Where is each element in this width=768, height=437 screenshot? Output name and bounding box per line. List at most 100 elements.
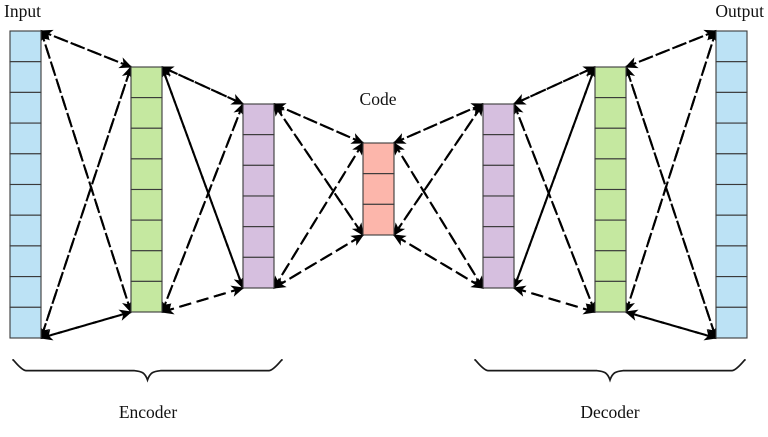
connection-line	[160, 103, 244, 314]
layer-encoder-hidden-2	[242, 103, 275, 289]
connection-line	[392, 234, 484, 289]
connection-line	[393, 141, 484, 289]
layer-unit-cell	[594, 250, 627, 282]
braces-group: Encoder Decoder	[12, 359, 746, 422]
layer-unit-cell	[715, 306, 748, 339]
layer-unit-cell	[242, 103, 275, 136]
connection-line	[273, 141, 364, 289]
layer-encoder-hidden-1	[130, 66, 163, 313]
layer-unit-cell	[482, 164, 515, 197]
connection-line	[393, 103, 485, 144]
layer-unit-cell	[482, 226, 515, 258]
encoder-brace-path	[12, 359, 283, 383]
layer-unit-cell	[9, 306, 42, 339]
layers-group	[9, 30, 748, 339]
connection-line	[625, 66, 718, 340]
connection-line	[273, 142, 364, 290]
connection-line	[272, 103, 364, 144]
layer-unit-cell	[130, 97, 163, 129]
encoder-brace-label: Encoder	[119, 402, 177, 422]
layer-unit-cell	[9, 183, 42, 216]
layer-code-layer	[362, 142, 395, 236]
connection-line	[393, 234, 485, 289]
layer-unit-cell	[242, 256, 275, 289]
connection-line	[512, 102, 596, 313]
encoder-brace: Encoder	[12, 359, 283, 422]
layer-unit-cell	[9, 245, 42, 278]
layer-unit-cell	[715, 122, 748, 155]
layer-unit-cell	[594, 188, 627, 221]
layer-unit-cell	[362, 203, 395, 236]
connection-line	[39, 310, 132, 341]
layer-unit-cell	[242, 226, 275, 258]
layer-unit-cell	[594, 280, 627, 313]
connection-line	[393, 142, 484, 290]
layer-unit-cell	[482, 256, 515, 289]
connection-line	[624, 65, 717, 339]
connection-line	[160, 65, 244, 289]
code-label: Code	[360, 89, 397, 109]
layer-unit-cell	[9, 214, 42, 247]
layer-unit-cell	[362, 173, 395, 205]
connection-line	[624, 30, 717, 69]
layer-unit-cell	[715, 276, 748, 308]
connection-line	[160, 286, 244, 315]
connection-line	[623, 30, 717, 314]
layer-unit-cell	[594, 66, 627, 99]
layer-unit-cell	[594, 127, 627, 160]
connection-line	[393, 103, 484, 237]
layer-decoder-hidden-2	[594, 66, 627, 313]
layer-unit-cell	[482, 195, 515, 228]
connection-line	[273, 103, 365, 144]
connection-line	[272, 234, 364, 289]
layer-unit-cell	[130, 219, 163, 252]
connection-line	[160, 66, 244, 105]
layer-unit-cell	[362, 142, 395, 175]
layer-unit-cell	[594, 97, 627, 129]
layer-unit-cell	[242, 164, 275, 197]
layer-unit-cell	[130, 280, 163, 313]
input-label: Input	[4, 1, 41, 21]
layer-unit-cell	[715, 183, 748, 216]
connection-line	[512, 66, 596, 290]
layer-unit-cell	[9, 153, 42, 186]
connection-line	[392, 103, 484, 144]
layer-unit-cell	[130, 158, 163, 191]
connection-line	[39, 66, 132, 340]
decoder-brace-path	[474, 359, 746, 383]
decoder-brace: Decoder	[474, 359, 746, 422]
connection-line	[273, 234, 365, 289]
connection-line	[273, 102, 364, 236]
layer-unit-cell	[9, 30, 42, 63]
layer-unit-cell	[594, 219, 627, 252]
layer-decoder-hidden-1	[482, 103, 515, 289]
layer-output-layer	[715, 30, 748, 339]
layer-unit-cell	[482, 134, 515, 166]
output-label: Output	[715, 1, 764, 21]
layer-unit-cell	[9, 91, 42, 124]
connection-line	[40, 30, 133, 69]
layer-unit-cell	[715, 61, 748, 93]
layer-unit-cell	[9, 61, 42, 93]
connection-line	[512, 66, 596, 105]
layer-unit-cell	[130, 188, 163, 221]
connection-line	[624, 309, 717, 340]
layer-unit-cell	[130, 250, 163, 282]
layer-unit-cell	[242, 134, 275, 166]
layer-unit-cell	[130, 127, 163, 160]
layer-unit-cell	[715, 153, 748, 186]
layer-unit-cell	[715, 214, 748, 247]
layer-input-layer	[9, 30, 42, 339]
layer-unit-cell	[482, 103, 515, 136]
layer-unit-cell	[715, 245, 748, 278]
layer-unit-cell	[715, 30, 748, 63]
decoder-brace-label: Decoder	[580, 402, 639, 422]
layer-unit-cell	[242, 195, 275, 228]
connection-line	[625, 29, 718, 68]
connection-line	[512, 285, 596, 314]
connection-line	[38, 29, 132, 313]
layer-unit-cell	[594, 158, 627, 191]
